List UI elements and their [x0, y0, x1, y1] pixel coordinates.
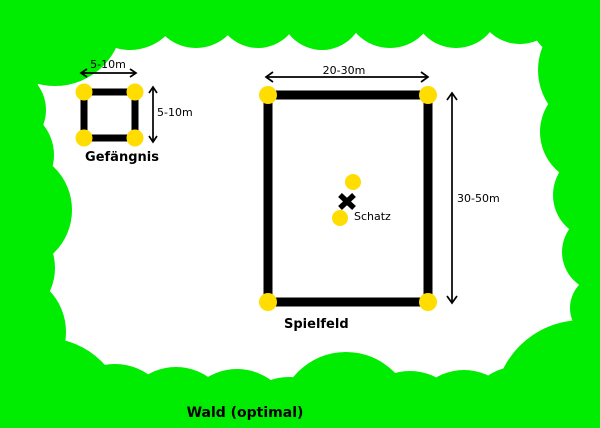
forest-canopy-bump — [562, 212, 600, 292]
corner-marker — [126, 83, 144, 101]
arrowhead-right-icon — [129, 68, 138, 78]
treasure-label: Schatz — [354, 210, 391, 223]
prison-outline — [80, 88, 139, 142]
arrowhead-down-icon — [148, 135, 158, 144]
arrowhead-left-icon — [79, 68, 88, 78]
corner-marker — [75, 129, 93, 147]
arrowhead-up-icon — [148, 85, 158, 94]
field-name-label: Spielfeld — [284, 317, 349, 332]
forest-canopy-bump — [280, 0, 364, 50]
forest-canopy-bump — [462, 366, 578, 428]
forest-canopy-bump — [216, 0, 300, 48]
treasure-dot-bottom — [332, 210, 348, 226]
field-width-arrow — [264, 71, 430, 83]
treasure-x-icon — [338, 192, 356, 211]
prison-corner-markers — [75, 83, 144, 147]
field-height-label: 30-50m — [457, 192, 500, 205]
arrowhead-up-icon — [446, 91, 458, 101]
prison-width-arrow — [79, 68, 138, 78]
prison-height-arrow — [148, 85, 158, 144]
corner-marker — [259, 293, 277, 311]
x-stroke-2 — [338, 192, 356, 211]
corner-marker — [75, 83, 93, 101]
prison-width-label: 5-10m — [90, 58, 126, 71]
field-corner-markers — [259, 86, 437, 311]
treasure-dots — [332, 174, 361, 226]
corner-marker — [419, 293, 437, 311]
treasure-dot-top — [345, 174, 361, 190]
corner-marker — [419, 86, 437, 104]
forest-label: Wald (optimal) — [187, 405, 304, 421]
arrowhead-down-icon — [446, 295, 458, 305]
corner-marker — [126, 129, 144, 147]
field-outline — [263, 90, 433, 307]
field-width-label: 20-30m — [323, 64, 366, 77]
prison-diagram: 5-10m 5-10m Gefängnis — [75, 58, 193, 165]
arrowhead-right-icon — [420, 71, 430, 83]
field-height-arrow — [446, 91, 458, 305]
arrowhead-left-icon — [264, 71, 274, 83]
treasure-group: Schatz — [332, 174, 391, 226]
prison-name-label: Gefängnis — [85, 150, 159, 165]
prison-height-label: 5-10m — [157, 106, 193, 119]
corner-marker — [259, 86, 277, 104]
field-diagram: 20-30m 30-50m Spielfeld — [259, 64, 500, 332]
